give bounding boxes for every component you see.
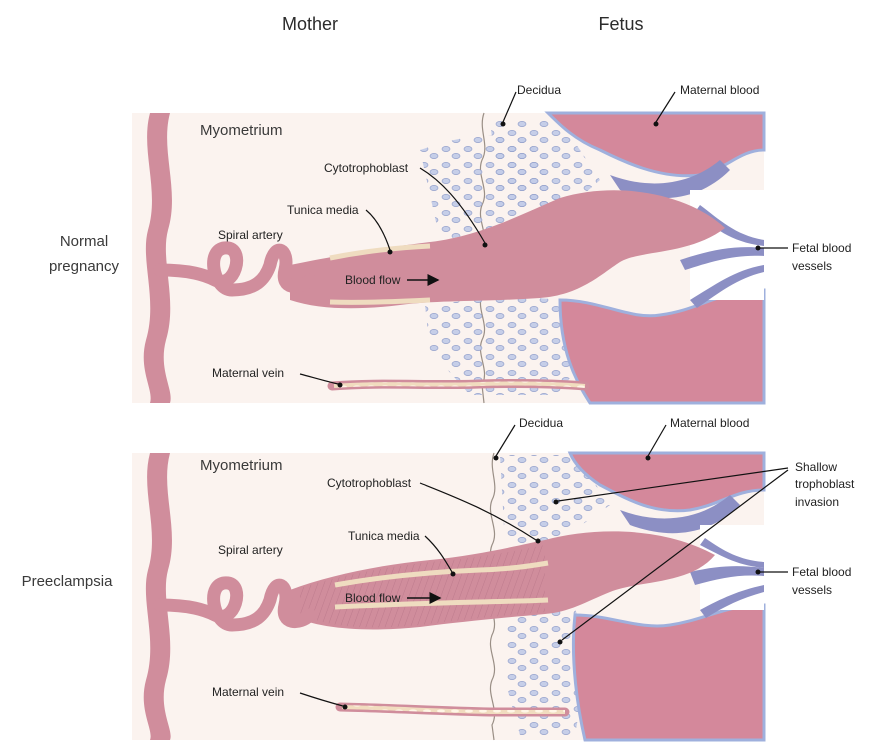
maternal-blood-pointer <box>647 424 667 457</box>
tunica-media-pointer-dot <box>387 249 393 255</box>
shallow-invasion-label-line1: Shallow <box>795 460 837 474</box>
maternal-vein-wall <box>333 381 586 388</box>
cell-field-lower <box>425 297 580 395</box>
shallow-invasion-pointer-lower <box>561 469 789 641</box>
fetal-vessel-main <box>690 566 764 585</box>
fetal-vessels-label-line2: vessels <box>792 583 832 597</box>
maternal-vein-pointer-dot <box>337 382 343 388</box>
cytotrophoblast-label: Cytotrophoblast <box>327 476 412 490</box>
decidua-pointer-dot <box>500 121 506 127</box>
mother-header: Mother <box>282 14 338 34</box>
tunica-media-lower <box>334 597 549 610</box>
fetal-vessel-upper <box>695 205 764 246</box>
shallow-invasion-pointer-upper <box>557 467 789 502</box>
normal-pregnancy-label-line1: Normal <box>60 233 108 250</box>
tunica-media-pointer-dot <box>450 571 456 577</box>
fetal-vessel-branch <box>620 495 740 534</box>
fetus-header: Fetus <box>598 14 643 34</box>
maternal-vein-label: Maternal vein <box>212 685 284 699</box>
fetal-vessels-label-line1: Fetal blood <box>792 241 851 255</box>
decidua-pointer <box>502 91 517 123</box>
maternal-blood-pointer <box>655 91 676 123</box>
maternal-blood-lower <box>571 603 766 742</box>
tunica-media-upper <box>329 243 431 261</box>
fetal-vessel-lower <box>690 265 764 308</box>
decidua-label: Decidua <box>519 416 563 430</box>
shallow-invasion-pointer-upper-dot <box>553 499 559 505</box>
spiral-artery-label: Spiral artery <box>218 228 283 242</box>
maternal-vein-label: Maternal vein <box>212 366 284 380</box>
tunica-media-upper <box>334 560 549 588</box>
decidua-pointer <box>495 424 516 457</box>
maternal-blood-label: Maternal blood <box>680 83 759 97</box>
cytotrophoblast-pointer <box>419 482 537 541</box>
cytotrophoblast-label: Cytotrophoblast <box>324 161 409 175</box>
tunica-media-label: Tunica media <box>348 529 420 543</box>
cell-field-lower <box>505 590 590 735</box>
maternal-blood-upper <box>544 111 766 178</box>
fetal-vessels-pointer-dot <box>755 569 761 575</box>
fetal-vessels-label-line2: vessels <box>792 259 832 273</box>
tunica-media-pointer <box>365 209 391 251</box>
cytotrophoblast-pointer <box>419 167 486 244</box>
tunica-media-label: Tunica media <box>287 203 359 217</box>
blood-flow-label: Blood flow <box>345 591 401 605</box>
blood-flow-label: Blood flow <box>345 273 401 287</box>
tunica-media-lower <box>329 297 431 305</box>
panel-normal: Myometrium Normal pregnancy Decidua Mate… <box>49 83 851 405</box>
tunica-media-pointer <box>424 535 453 573</box>
myometrium-label: Myometrium <box>200 457 283 474</box>
fetal-vessels-label-line1: Fetal blood <box>792 565 851 579</box>
maternal-vein-pointer-dot <box>342 704 348 710</box>
shallow-invasion-pointer-lower-dot <box>557 639 563 645</box>
fetal-vessels-pointer-dot <box>755 245 761 251</box>
maternal-blood-pointer-dot <box>645 455 651 461</box>
fetal-vessel-main <box>680 247 764 270</box>
fetal-vessel-branch <box>610 160 730 199</box>
cytotrophoblast-pointer-dot <box>482 242 488 248</box>
uterine-wall <box>143 453 172 740</box>
panel-preeclampsia: Myometrium Preeclampsia Decidua Maternal… <box>22 416 855 742</box>
maternal-vein-pointer <box>299 692 344 707</box>
spiral-artery-label: Spiral artery <box>218 543 283 557</box>
spiral-artery-lumen <box>290 190 725 309</box>
fetal-vessel-upper <box>700 538 764 568</box>
cell-field-top <box>490 120 600 215</box>
maternal-vein-wall <box>341 705 565 715</box>
decidua-pointer-dot <box>493 455 499 461</box>
spiral-coils <box>153 576 317 632</box>
maternal-blood-label: Maternal blood <box>670 416 749 430</box>
maternal-blood-upper <box>567 451 766 513</box>
normal-pregnancy-label-line2: pregnancy <box>49 258 120 275</box>
myometrium-label: Myometrium <box>200 122 283 139</box>
shallow-invasion-label-line2: trophoblast <box>795 477 855 491</box>
maternal-vein-pointer <box>299 373 339 385</box>
shallow-invasion-label-line3: invasion <box>795 495 839 509</box>
preeclampsia-label: Preeclampsia <box>22 573 114 590</box>
fetal-vessel-lower <box>700 585 764 618</box>
uterine-wall <box>143 113 172 403</box>
spiral-coils <box>153 241 317 297</box>
cytotrophoblast-pointer-dot <box>535 538 541 544</box>
decidua-label: Decidua <box>517 83 561 97</box>
maternal-blood-pointer-dot <box>653 121 659 127</box>
